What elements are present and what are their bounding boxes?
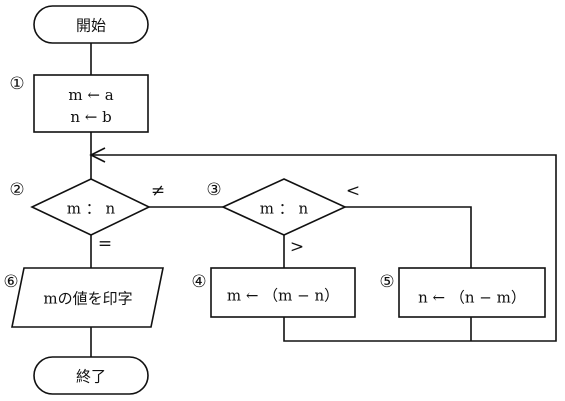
step1-number: ① — [9, 74, 25, 94]
step6-label: mの値を印字 — [43, 289, 133, 308]
start-label: 開始 — [75, 16, 107, 35]
connector-step3-to-step5 — [345, 206, 472, 268]
step6-number: ⑥ — [3, 272, 19, 292]
branch-not-equal: ≠ — [150, 181, 166, 201]
step1-line2: n ← b — [70, 108, 112, 126]
step6-output — [11, 267, 164, 328]
loop-back-line — [91, 154, 557, 342]
step3-number: ③ — [206, 180, 222, 200]
step5-number: ⑤ — [379, 272, 395, 292]
branch-less: < — [345, 181, 361, 201]
step2-label: m ： n — [66, 199, 116, 218]
step5-process-box — [398, 267, 546, 318]
step3-label: m ： n — [259, 199, 309, 218]
step4-process-box — [210, 267, 356, 318]
step1-line1: m ← a — [68, 86, 114, 104]
branch-equal: = — [97, 234, 113, 254]
step5-label: n ← （n − m） — [418, 288, 526, 307]
step4-number: ④ — [191, 272, 207, 292]
branch-greater: > — [289, 237, 305, 257]
loop-arrowhead — [89, 147, 106, 163]
step4-label: m ← （m − n） — [226, 286, 340, 305]
end-label: 終了 — [75, 367, 107, 386]
step2-number: ② — [9, 180, 25, 200]
